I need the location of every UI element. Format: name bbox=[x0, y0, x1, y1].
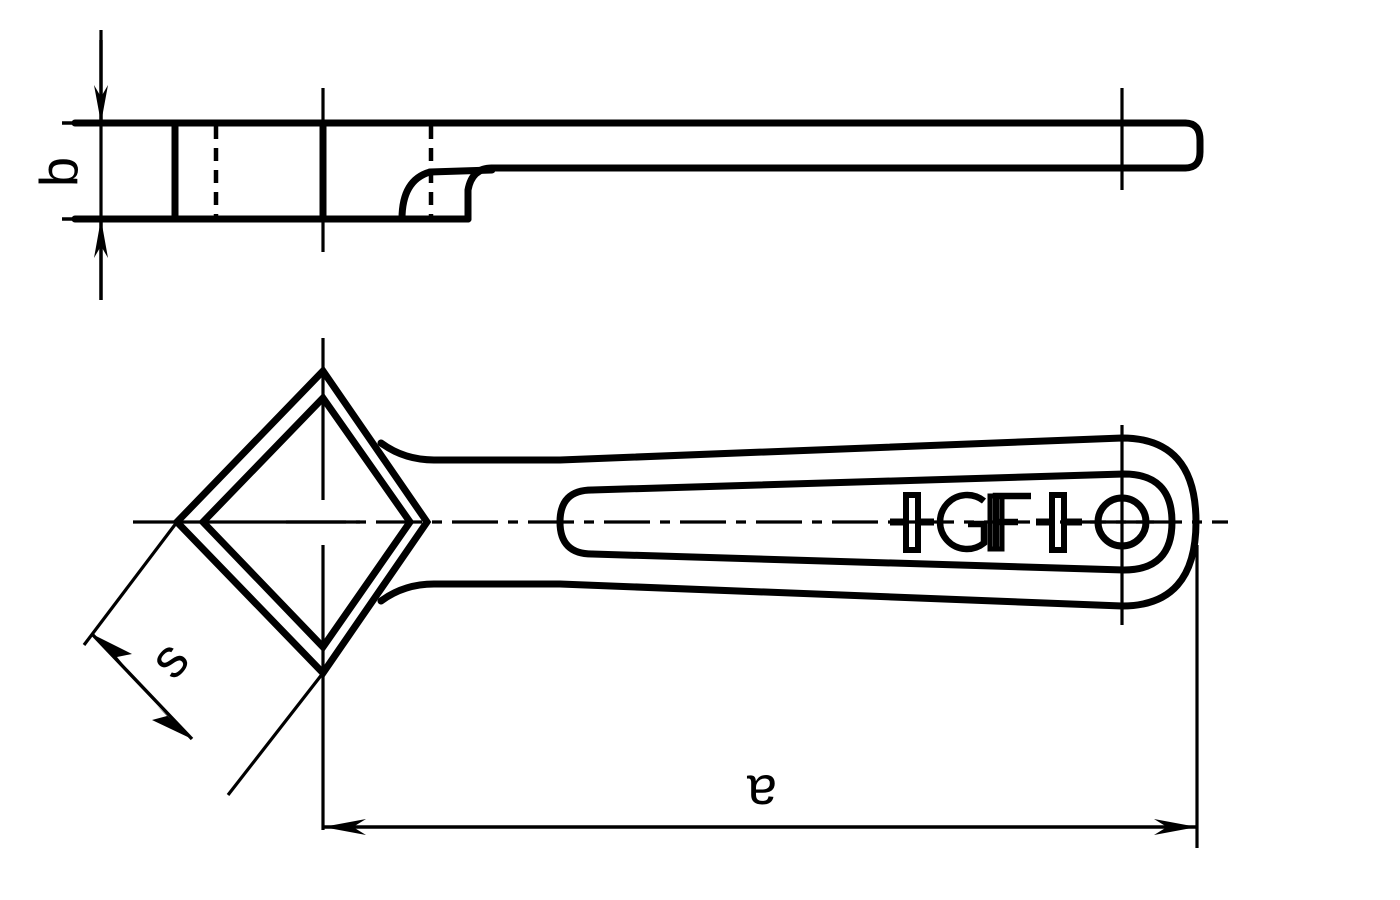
dim-s-extension-lower bbox=[226, 672, 325, 796]
handle-outer-contour bbox=[377, 434, 1200, 610]
handle-inner-contour-right bbox=[588, 470, 1176, 574]
georg-fischer-logo bbox=[890, 491, 1082, 553]
dim-b-arrowhead-bottom bbox=[94, 219, 108, 258]
side-view-back-fillet-arc bbox=[398, 168, 434, 223]
side-view-transition-fillet bbox=[464, 164, 496, 223]
dim-a-label: a bbox=[746, 764, 777, 824]
dim-s-arrowhead-lower bbox=[152, 706, 192, 739]
dim-s-group: s bbox=[82, 521, 325, 796]
dim-s-line bbox=[90, 632, 194, 741]
logo-plus-right-icon bbox=[1036, 492, 1082, 553]
side-view-right-tip bbox=[1181, 119, 1204, 172]
dim-s-label: s bbox=[138, 629, 201, 689]
handle-inner-slot-round-end bbox=[556, 486, 596, 558]
dim-a-arrowhead-left bbox=[323, 819, 366, 835]
side-elevation-view: b bbox=[29, 30, 1204, 300]
dim-s-arrowhead-upper bbox=[92, 634, 132, 668]
socket-inner-diamond bbox=[198, 392, 415, 653]
dim-s-extension-upper bbox=[82, 521, 179, 646]
dim-b-arrowhead-top bbox=[94, 85, 108, 123]
plan-view: s a bbox=[82, 338, 1228, 848]
side-view-fillet-step bbox=[426, 166, 496, 176]
dim-a-group: a bbox=[323, 545, 1199, 848]
dim-a-arrowhead-right bbox=[1154, 819, 1197, 835]
logo-plus-left-icon bbox=[890, 492, 934, 553]
dim-b-label: b bbox=[29, 157, 89, 187]
logo-letter-g bbox=[936, 491, 988, 553]
logo-letter-f bbox=[987, 492, 1031, 552]
